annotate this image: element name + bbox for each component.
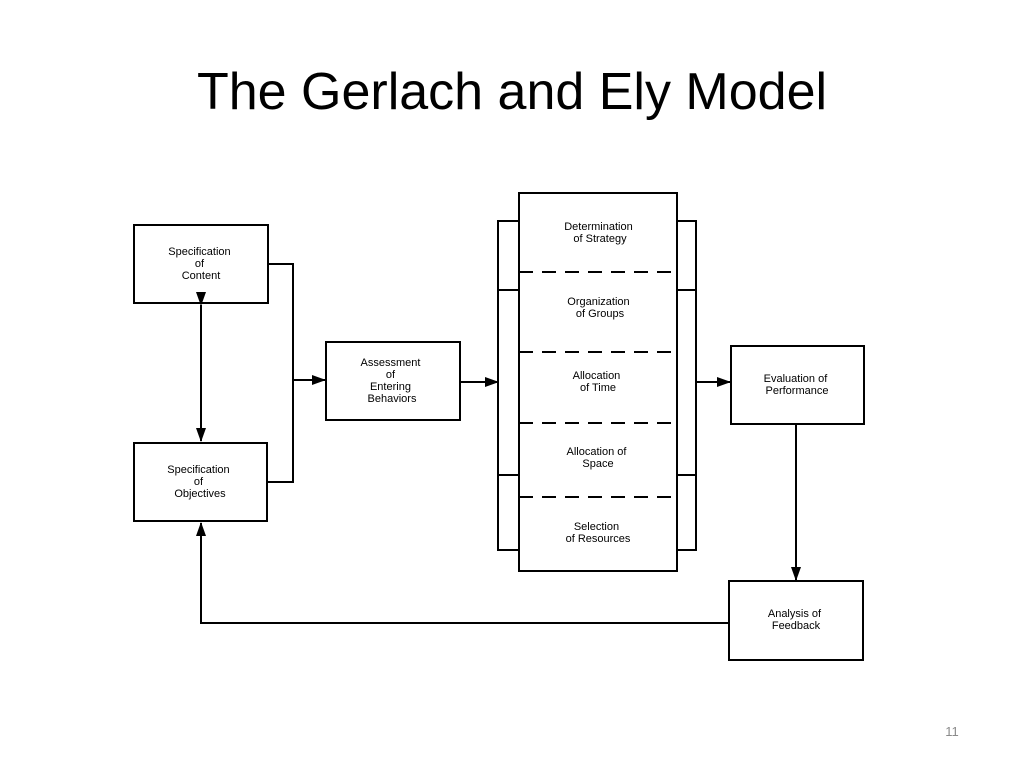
strategy-column: Determination of Strategy Organization o… (518, 192, 678, 572)
organization-of-groups-label: Organization of Groups (567, 296, 632, 320)
content-objectives-bracket-connector (267, 263, 294, 483)
assessment-of-entering-behaviors-box: Assessment of Entering Behaviors (325, 341, 461, 421)
specification-of-objectives-label: Specification of Objectives (167, 464, 232, 500)
slide-title: The Gerlach and Ely Model (196, 63, 828, 121)
specification-of-content-box: Specification of Content (133, 224, 269, 304)
evaluation-of-performance-label: Evaluation of Performance (764, 373, 831, 397)
feedback-loop-arrow (196, 522, 729, 624)
allocation-of-time-label: Allocation of Time (573, 370, 624, 394)
analysis-of-feedback-box: Analysis of Feedback (728, 580, 864, 661)
page-number: 11 (945, 724, 959, 739)
allocation-of-space-label: Allocation of Space (567, 446, 630, 470)
assessment-of-entering-behaviors-label: Assessment of Entering Behaviors (361, 357, 424, 405)
strategy-column-brackets (497, 220, 697, 551)
specification-of-objectives-box: Specification of Objectives (133, 442, 268, 522)
selection-of-resources-label: Selection of Resources (566, 521, 631, 545)
specification-of-content-label: Specification of Content (168, 246, 233, 282)
analysis-of-feedback-label: Analysis of Feedback (768, 608, 824, 632)
evaluation-of-performance-box: Evaluation of Performance (730, 345, 865, 425)
determination-of-strategy-label: Determination of Strategy (564, 221, 636, 245)
